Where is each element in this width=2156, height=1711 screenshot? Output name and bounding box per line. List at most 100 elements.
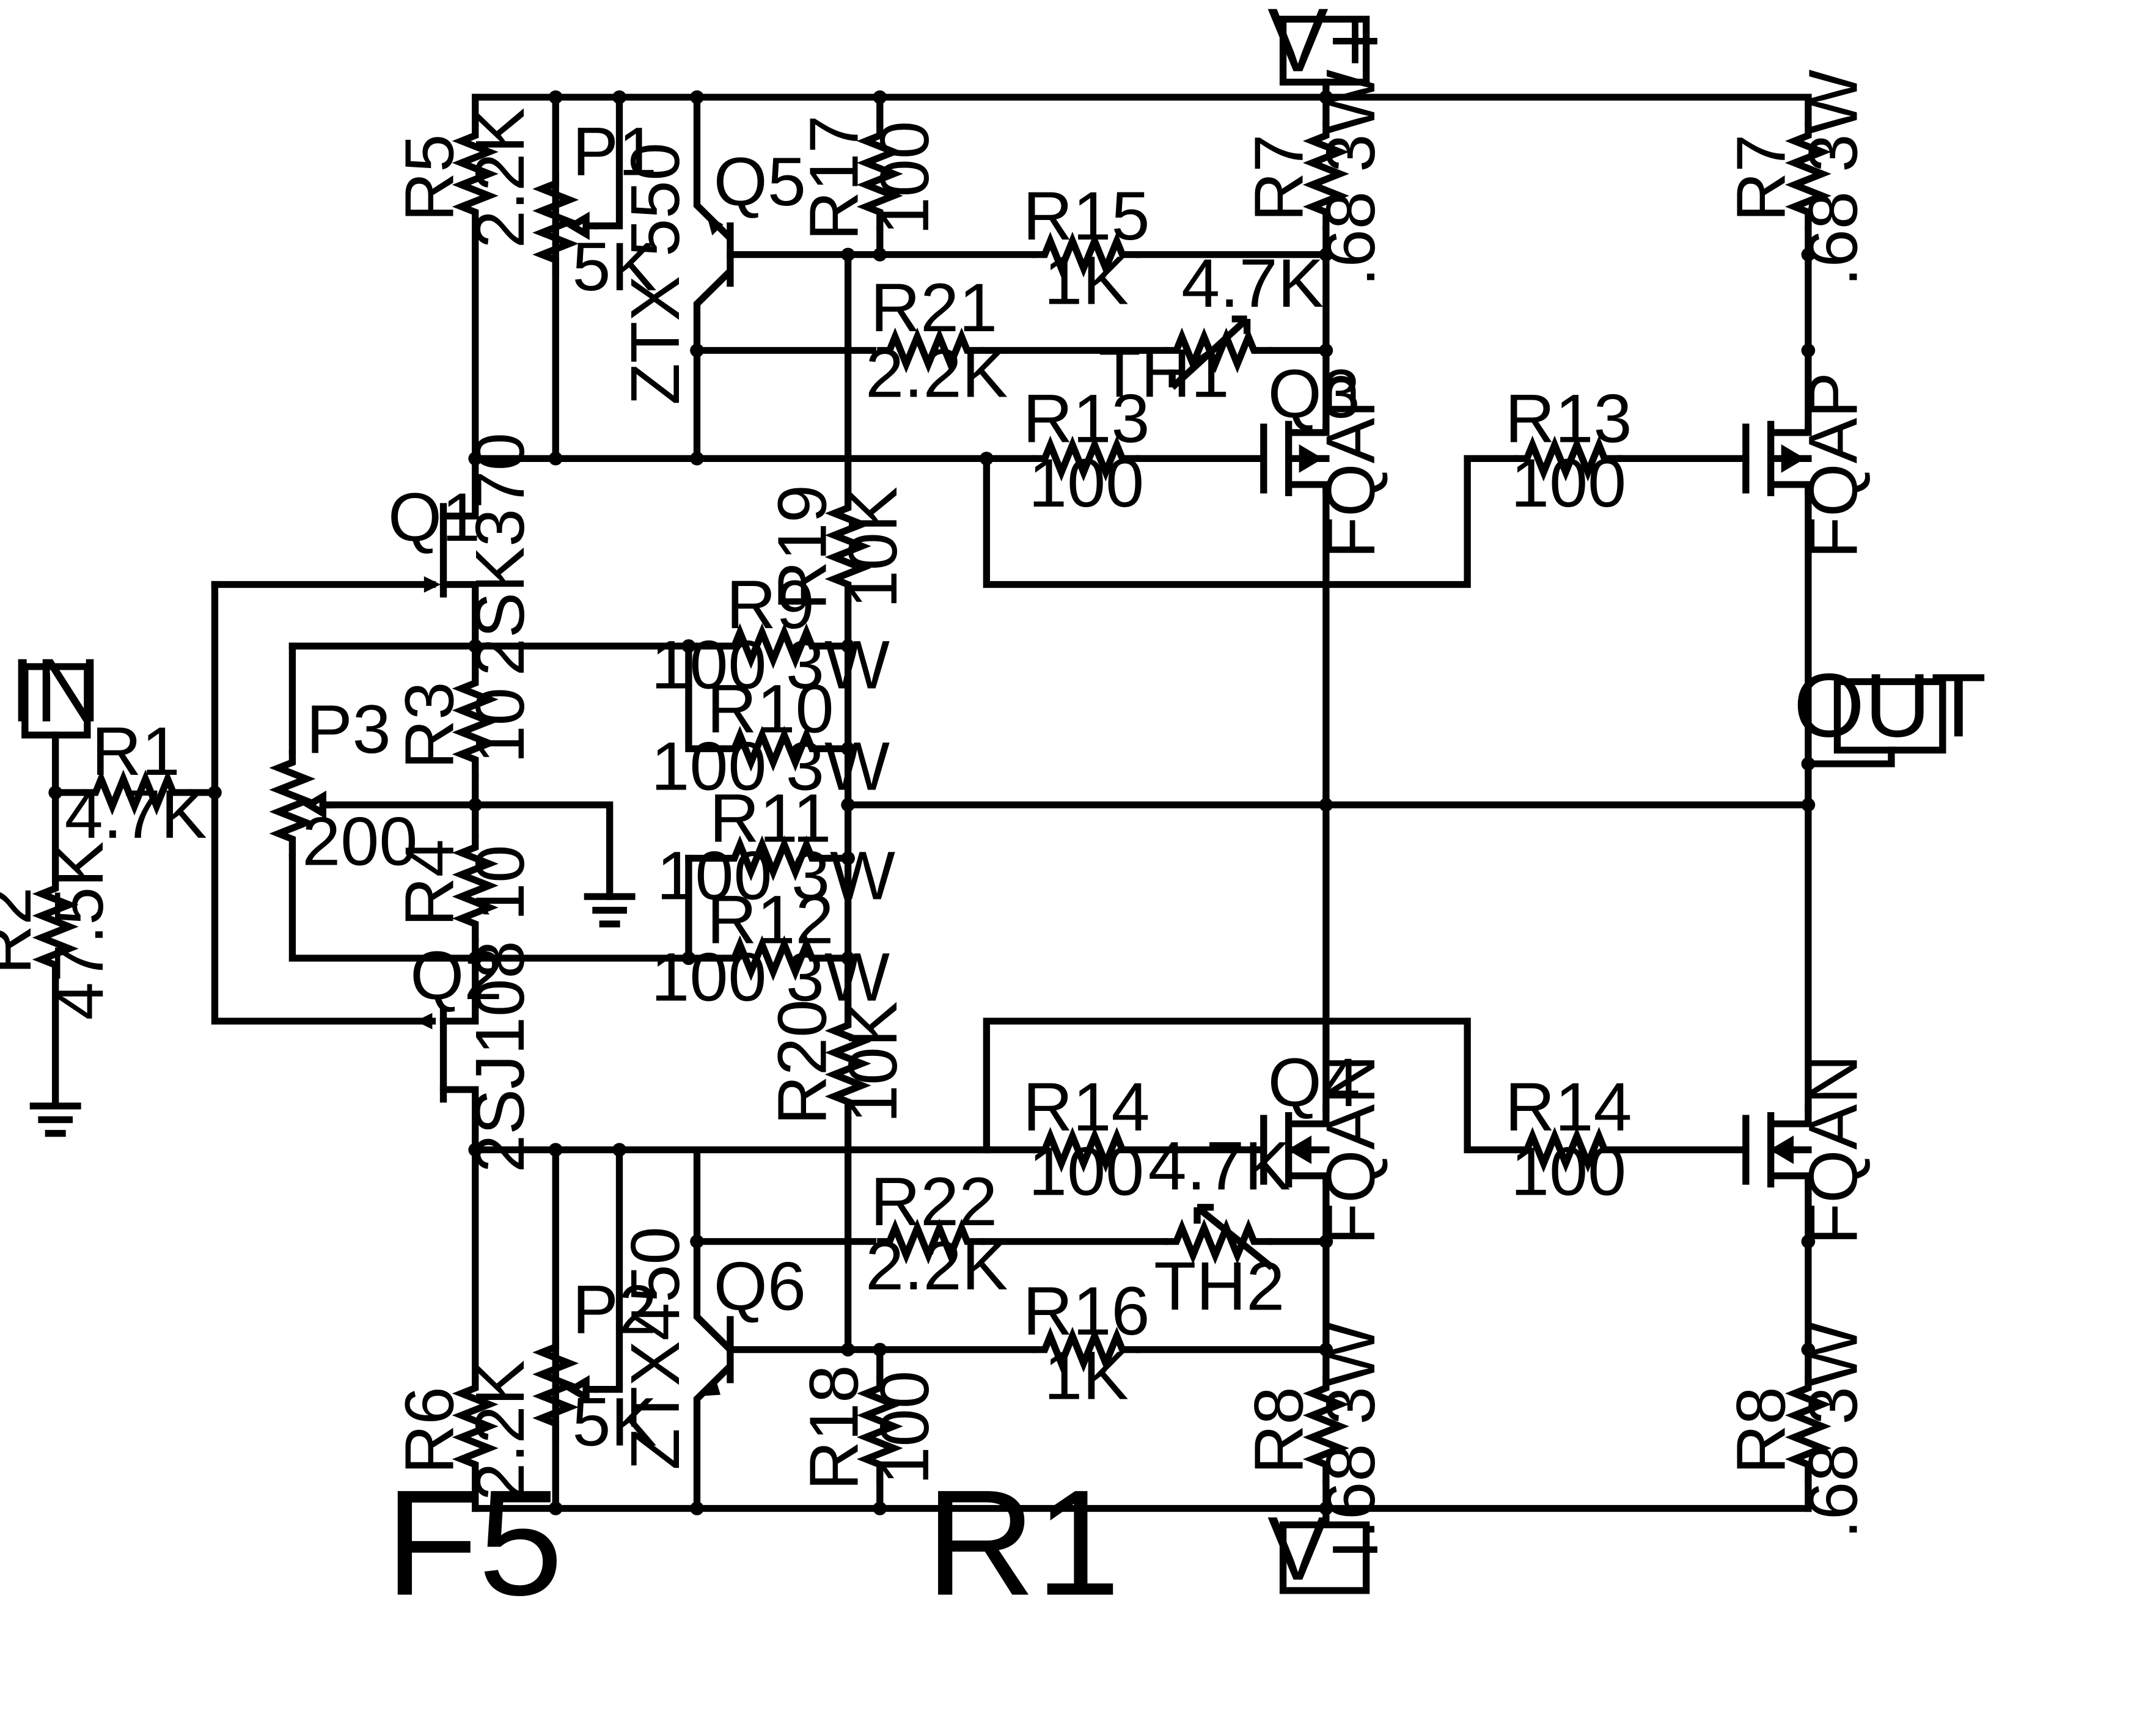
r11-ref: R11: [710, 780, 832, 856]
ground-symbol-input: [29, 1102, 81, 1137]
potentiometer-p1: P1 5K: [542, 113, 657, 305]
resistor-r14-right: R14 100: [1505, 1069, 1632, 1210]
r5-ref: R5: [391, 134, 468, 222]
transistor-q4: Q4 FQAN: [1260, 1044, 1390, 1245]
r7-right-value: .68 3W: [1794, 70, 1872, 287]
r3-ref: R3: [391, 682, 468, 769]
transistor-q3-parallel: FQAP: [1742, 372, 1871, 559]
r8-left-ref: R8: [1240, 1387, 1318, 1474]
resistor-r9: R9 100 3W: [651, 566, 890, 703]
q3-part: FQAP: [1312, 372, 1390, 559]
r10-ref: R10: [707, 670, 834, 747]
transistor-q3: Q3 FQAP: [1260, 356, 1390, 559]
r9-value: 100 3W: [651, 626, 890, 703]
r9-ref: R9: [726, 566, 815, 643]
resistor-r15: R15 1K: [1023, 178, 1150, 319]
schematic-title: F5: [385, 1459, 563, 1627]
out-label: OUT: [1794, 654, 1987, 756]
p3-value: 200: [302, 803, 417, 879]
r14-right-ref: R14: [1505, 1069, 1632, 1145]
resistor-r13-left: R13 100: [1023, 380, 1150, 521]
q6-ref: Q6: [714, 1248, 806, 1324]
resistor-r4: R4 10: [391, 835, 538, 942]
r17-ref: R17: [795, 115, 873, 240]
r13-right-value: 100: [1511, 444, 1626, 521]
q1-part: 2SK370: [461, 433, 538, 676]
transistor-q5: Q5 ZTX 550: [616, 142, 806, 405]
r7-left-ref: R7: [1240, 134, 1318, 222]
p1-ref: P1: [572, 113, 657, 189]
q6-part: ZTX450: [616, 1226, 694, 1470]
r14-right-value: 100: [1511, 1133, 1626, 1209]
r1-value: 4.7K: [65, 776, 207, 852]
in-label: IN: [10, 639, 101, 741]
r3-value: 10: [461, 687, 538, 764]
ground-symbol-mid: [584, 893, 636, 928]
transistor-q4-parallel: FQAN: [1742, 1055, 1872, 1245]
transistor-q2: Q2 2SJ108: [410, 937, 538, 1173]
q3-ref: Q3: [1268, 356, 1360, 432]
resistor-r6: R6 2.2K: [391, 1360, 538, 1501]
q2-ref: Q2: [410, 937, 502, 1014]
resistor-r5: R5 2.2K: [391, 108, 538, 248]
q5-part: ZTX 550: [616, 142, 694, 405]
transistor-q1: Q1 2SK370: [388, 433, 538, 676]
q1-ref: Q1: [388, 478, 480, 555]
thermistor-th2: TH2 4.7K: [1148, 1127, 1291, 1324]
resistor-r12: R12 100 3W: [651, 881, 890, 1015]
potentiometer-p3: P3 200: [279, 691, 417, 880]
r4-value: 10: [461, 845, 538, 921]
q5-ref: Q5: [714, 144, 806, 220]
r5-value: 2.2K: [461, 108, 538, 248]
r4-ref: R4: [391, 839, 468, 926]
r15-value: 1K: [1044, 242, 1129, 318]
r7-right-ref: R7: [1722, 134, 1800, 222]
q2-part: 2SJ108: [461, 940, 538, 1173]
resistor-r7-right: R7 .68 3W: [1722, 70, 1872, 287]
vminus-terminal: V−: [1267, 1498, 1382, 1599]
resistor-r10: R10 100 3W: [651, 670, 890, 804]
r16-value: 1K: [1044, 1337, 1129, 1413]
r13-left-value: 100: [1028, 444, 1144, 521]
r18-value: 100: [866, 1371, 944, 1485]
r14-left-ref: R14: [1023, 1069, 1150, 1145]
resistor-r7-left: R7 .68 3W: [1240, 70, 1390, 287]
r21-ref: R21: [870, 269, 997, 346]
r8-right-value: .68 3W: [1794, 1322, 1872, 1539]
r13-right-ref: R13: [1505, 380, 1632, 456]
th1-value: 4.7K: [1181, 244, 1324, 321]
th1-ref: TH1: [1099, 335, 1230, 411]
resistor-r16: R16 1K: [1023, 1273, 1150, 1414]
thermistor-th1: TH1 4.7K: [1099, 244, 1324, 411]
resistor-r17: R17 100: [795, 115, 943, 240]
resistor-r14-left: R14 100: [1023, 1069, 1150, 1210]
p2-ref: P2: [572, 1271, 657, 1347]
resistor-r2: R2 47.5K: [0, 841, 117, 1020]
r14-left-value: 100: [1028, 1133, 1144, 1209]
resistor-r8-right: R8 .68 3W: [1722, 1322, 1872, 1539]
vminus-label: V−: [1267, 1498, 1382, 1599]
q4-part: FQAN: [1312, 1055, 1390, 1245]
in-terminal: IN: [10, 639, 101, 741]
resistor-r18: R18 100: [795, 1365, 943, 1490]
potentiometer-p2: P2 5K: [542, 1271, 657, 1460]
resistor-r21: R21 2.2K: [865, 269, 1008, 412]
r12-value: 100 3W: [651, 939, 890, 1015]
r18-ref: R18: [795, 1365, 873, 1490]
r10-value: 100 3W: [651, 728, 890, 804]
r7-left-value: .68 3W: [1312, 70, 1390, 287]
resistor-r20: R20 10K: [763, 1000, 911, 1125]
r6-ref: R6: [391, 1387, 468, 1474]
r22-value: 2.2K: [865, 1228, 1008, 1304]
r20-value: 10K: [834, 1002, 911, 1123]
r12-ref: R12: [707, 881, 834, 958]
q4-ref: Q4: [1268, 1044, 1360, 1121]
resistor-r11: R11 100 3W: [656, 780, 895, 914]
resistor-r1: R1 4.7K: [65, 713, 207, 852]
resistor-r13-right: R13 100: [1505, 380, 1632, 521]
vplus-label: V+: [1267, 0, 1382, 90]
q4-parallel-part: FQAN: [1794, 1055, 1872, 1245]
r1-ref: R1: [92, 713, 180, 789]
th2-value: 4.7K: [1148, 1127, 1291, 1204]
